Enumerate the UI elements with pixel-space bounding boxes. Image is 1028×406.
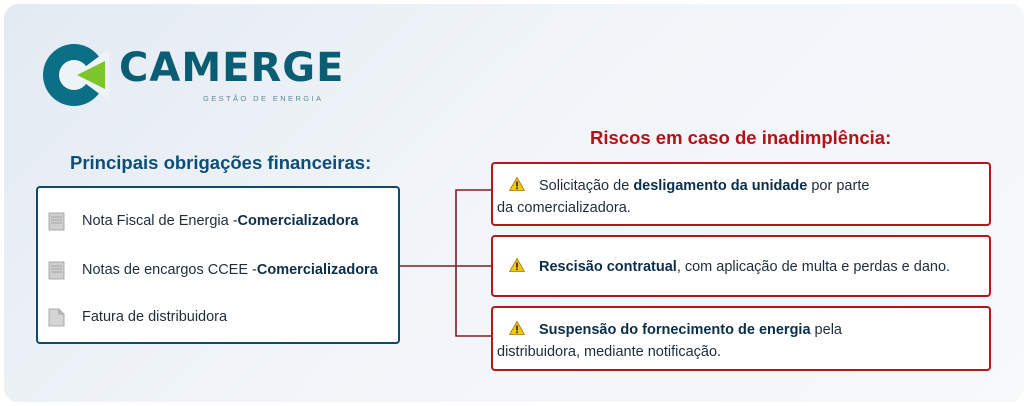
- camerge-logo-icon: [43, 44, 109, 106]
- obligations-box: Nota Fiscal de Energia - Comercializador…: [36, 186, 400, 344]
- diagram-canvas: CAMERGE GESTÃO DE ENERGIA Principais obr…: [4, 4, 1024, 402]
- document-icon: [48, 212, 65, 231]
- risk-line-2: distribuidora, mediante notificação.: [497, 344, 722, 360]
- risk-text: por parte: [807, 178, 870, 194]
- warning-icon: [509, 258, 525, 272]
- obligations-title: Principais obrigações financeiras:: [70, 152, 372, 173]
- connector-lines: [400, 189, 491, 337]
- document-icon: [48, 308, 65, 327]
- brand-name: CAMERGE: [119, 45, 345, 91]
- obligation-bold: Comercializadora: [256, 262, 378, 278]
- obligation-item: Nota Fiscal de Energia - Comercializador…: [48, 209, 358, 233]
- obligation-text: Nota Fiscal de Energia -: [82, 213, 238, 229]
- risk-text: , com aplicação de multa e perdas e dano…: [676, 259, 951, 275]
- document-icon: [48, 261, 65, 280]
- risk-box: Solicitação de desligamento da unidade p…: [491, 162, 991, 226]
- risk-bold: Rescisão contratual: [539, 259, 677, 275]
- risk-bold: desligamento da unidade: [633, 178, 808, 194]
- connector-main: [400, 189, 491, 337]
- risk-box: Rescisão contratual, com aplicação de mu…: [491, 235, 991, 297]
- obligation-text: Notas de encargos CCEE -: [82, 262, 257, 278]
- risk-box: Suspensão do fornecimento de energia pel…: [491, 306, 991, 371]
- risks-title: Riscos em caso de inadimplência:: [590, 127, 892, 148]
- brand-tagline: GESTÃO DE ENERGIA: [203, 94, 324, 103]
- obligation-item: Notas de encargos CCEE - Comercializador…: [48, 258, 378, 282]
- obligation-item: Fatura de distribuidora: [48, 305, 227, 329]
- warning-icon: [509, 321, 525, 335]
- risk-text: Solicitação de: [539, 178, 634, 194]
- risk-line: Rescisão contratual, com aplicação de mu…: [509, 256, 989, 278]
- risk-line: Suspensão do fornecimento de energia pel…: [509, 319, 989, 341]
- risk-bold: Suspensão do fornecimento de energia: [539, 322, 811, 338]
- warning-icon: [509, 177, 525, 191]
- risk-text: pela: [810, 322, 842, 338]
- risk-line: Solicitação de desligamento da unidade p…: [509, 175, 989, 197]
- risk-line-2: da comercializadora.: [497, 200, 631, 216]
- obligation-bold: Comercializadora: [237, 213, 359, 229]
- obligation-text: Fatura de distribuidora: [82, 309, 228, 325]
